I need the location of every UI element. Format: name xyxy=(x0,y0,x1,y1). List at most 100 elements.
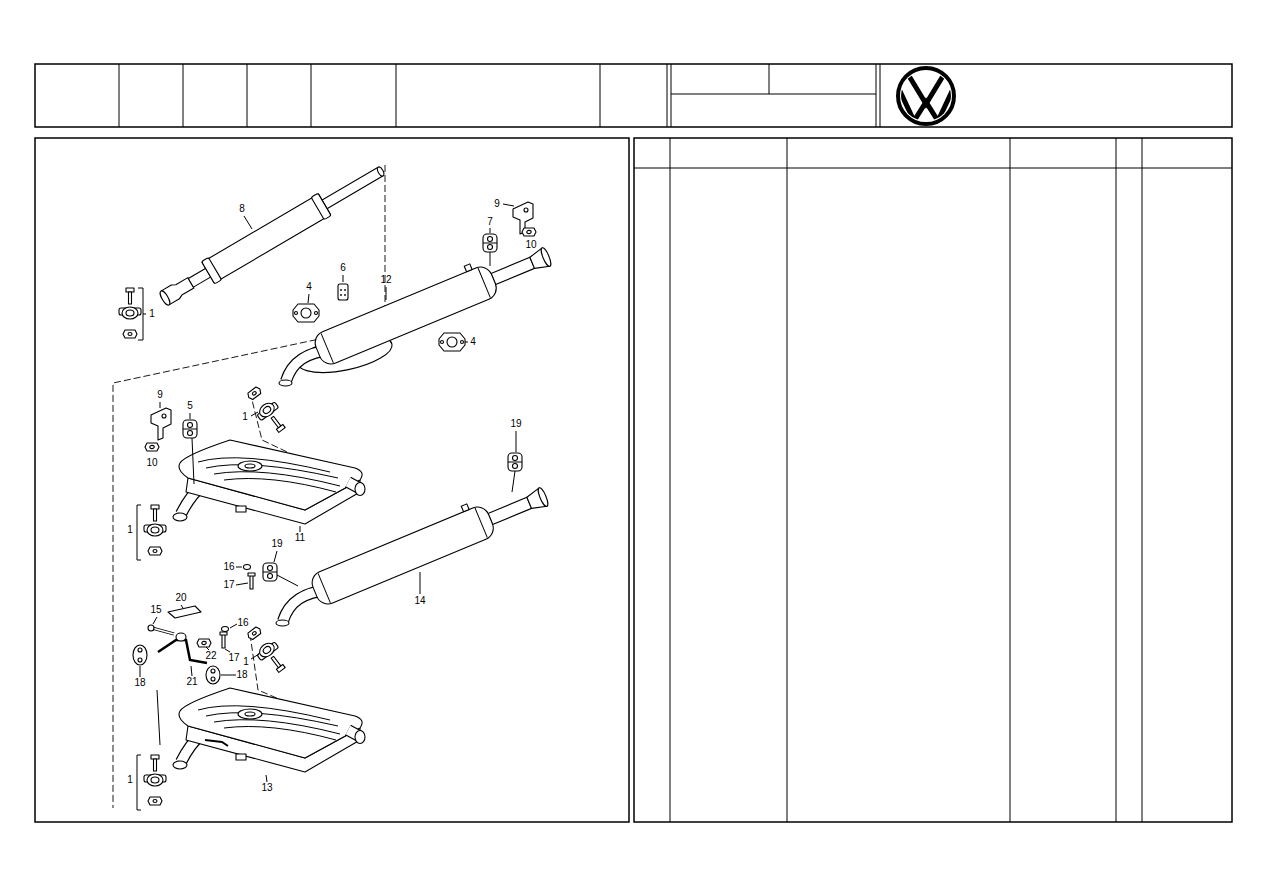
exhaust-parts-shape-shape xyxy=(202,257,222,283)
exhaust-parts-shape xyxy=(192,438,194,484)
exhaust-parts-shape xyxy=(156,159,390,311)
exhaust-parts-shape xyxy=(244,565,251,570)
callout-number: 6 xyxy=(339,263,347,273)
header-frame-shape xyxy=(396,64,397,127)
header-frame-shape xyxy=(183,64,184,127)
exhaust-parts-shape xyxy=(157,690,160,745)
exhaust-parts-shape xyxy=(137,505,141,560)
exhaust-parts-shape xyxy=(144,755,166,805)
header-frame-shape xyxy=(876,64,877,127)
callout-number: 21 xyxy=(185,677,198,687)
exhaust-parts-shape xyxy=(222,627,229,632)
callout-number: 11 xyxy=(294,533,306,543)
brand-logo-shape xyxy=(898,68,954,124)
exhaust-parts-shape xyxy=(119,288,141,338)
panel-frames-shape xyxy=(634,138,1232,822)
exhaust-parts-shape xyxy=(173,688,365,772)
callout-number: 10 xyxy=(524,240,537,250)
exhaust-parts-shape xyxy=(263,563,277,581)
exhaust-parts-shape-shape xyxy=(158,290,171,307)
exhaust-parts-shape xyxy=(220,632,227,635)
exhaust-parts-shape xyxy=(276,475,552,626)
exhaust-parts-shape xyxy=(243,383,291,436)
callout-number: 8 xyxy=(238,204,246,214)
brand-logo-shape-shape xyxy=(899,89,953,121)
panel-frames-shape xyxy=(787,138,788,822)
leader-lines-shape xyxy=(274,551,277,562)
leader-lines-shape xyxy=(244,216,252,229)
leader-lines-shape xyxy=(503,204,514,206)
leader-lines xyxy=(140,204,516,782)
exhaust-parts-shape xyxy=(206,666,220,684)
exhaust-parts-shape xyxy=(522,228,536,236)
leader-lines-shape xyxy=(221,675,236,676)
exhaust-parts-shape xyxy=(145,443,159,451)
exhaust-parts-shape xyxy=(148,625,154,631)
leader-lines-shape xyxy=(516,431,517,452)
header-frame-shape xyxy=(671,94,876,95)
exhaust-parts-shape xyxy=(279,235,555,386)
leader-lines-shape xyxy=(153,617,157,624)
exhaust-parts-shape xyxy=(490,252,491,266)
exhaust-parts-shape xyxy=(340,289,342,291)
exhaust-parts-shape xyxy=(338,284,348,300)
leader-lines-shape xyxy=(140,666,141,677)
callout-number: 15 xyxy=(149,605,162,615)
leader-lines-shape xyxy=(465,342,468,343)
exhaust-parts-shape-shape xyxy=(188,167,383,287)
callout-number: 17 xyxy=(227,653,240,663)
leader-lines-shape xyxy=(236,583,248,585)
leader-lines-shape xyxy=(181,605,183,608)
exhaust-parts-shape xyxy=(222,634,225,648)
panel-frames-shape xyxy=(670,138,671,822)
exhaust-parts-shape xyxy=(133,645,147,665)
exhaust-parts-shape xyxy=(344,289,346,291)
exhaust-parts-shape xyxy=(137,755,141,810)
callout-number: 4 xyxy=(305,282,313,292)
exhaust-parts-shape xyxy=(183,420,197,438)
callout-number: 1 xyxy=(126,525,134,535)
callout-number: 17 xyxy=(222,580,235,590)
exhaust-parts-shape xyxy=(168,606,201,618)
panel-frames xyxy=(35,138,1232,822)
panel-frames-shape xyxy=(35,138,629,822)
leader-lines-shape xyxy=(190,413,191,419)
header-frame-shape xyxy=(119,64,120,127)
header-frame-shape xyxy=(880,64,881,127)
exhaust-parts-shape xyxy=(512,471,515,492)
exhaust-parts-shape xyxy=(211,669,215,673)
leader-lines-shape xyxy=(308,294,309,303)
leader-lines-shape xyxy=(386,287,387,300)
callout-number: 20 xyxy=(174,593,187,603)
exhaust-parts-shape-shape xyxy=(376,166,385,177)
header-frame-shape xyxy=(667,64,668,127)
exhaust-parts-shape xyxy=(152,628,174,634)
leader-lines-shape xyxy=(300,526,301,532)
callout-number: 18 xyxy=(133,678,146,688)
callout-number: 18 xyxy=(235,670,248,680)
panel-frames-shape xyxy=(1142,138,1143,822)
header-frame-shape xyxy=(671,64,672,127)
header-frame-shape xyxy=(247,64,248,127)
callout-number: 16 xyxy=(222,562,235,572)
callout-number: 9 xyxy=(493,199,501,209)
callout-number: 13 xyxy=(260,783,273,793)
leader-lines-shape xyxy=(191,666,192,676)
exhaust-parts-shape xyxy=(248,573,255,576)
leader-lines-shape xyxy=(225,649,230,652)
header-frame-shape xyxy=(311,64,312,127)
exhaust-parts xyxy=(113,159,555,810)
exhaust-parts-shape xyxy=(340,294,342,296)
exhaust-parts-shape xyxy=(243,623,291,676)
leader-lines-shape xyxy=(206,647,209,650)
exhaust-parts-shape xyxy=(211,677,215,681)
callout-number: 19 xyxy=(509,419,522,429)
leader-lines-shape xyxy=(490,228,491,233)
leader-lines-shape xyxy=(160,402,161,408)
header-frame xyxy=(35,64,1232,127)
exhaust-parts-shape xyxy=(483,234,497,252)
exhaust-parts-shape xyxy=(138,658,142,662)
exhaust-parts-shape xyxy=(439,333,465,351)
